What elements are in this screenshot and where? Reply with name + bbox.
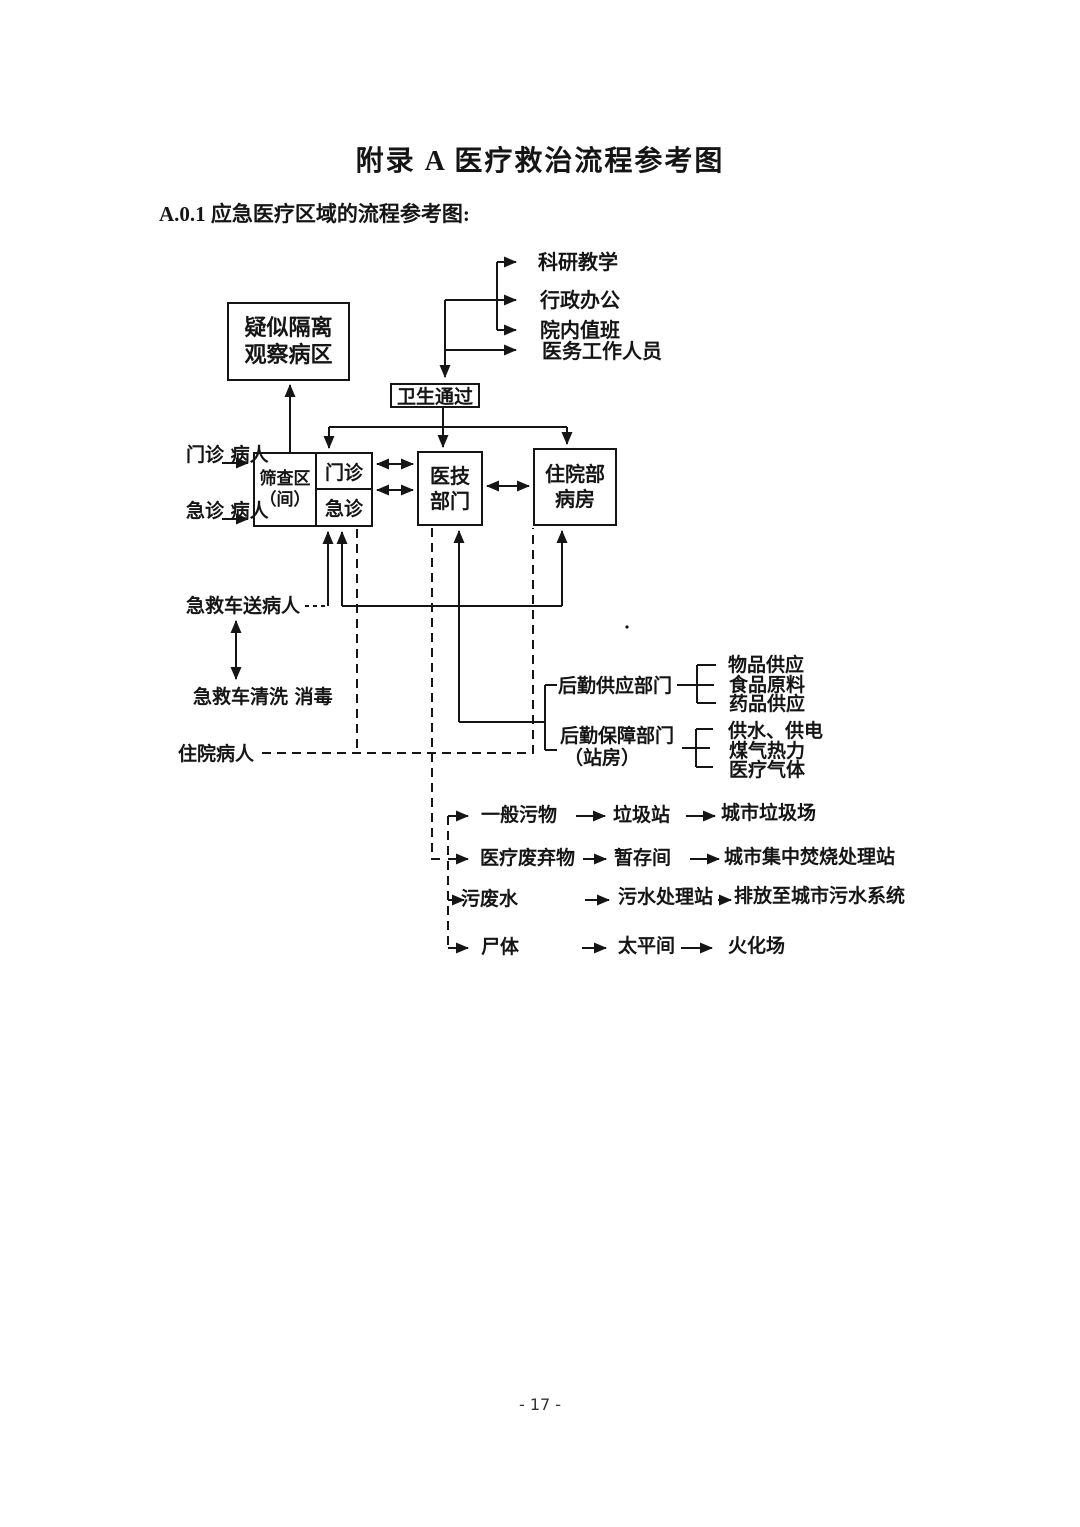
inpatient-ward-label-line2: 病房 <box>555 487 595 511</box>
logistics-supply-label: 后勤供应部门 <box>558 675 673 697</box>
appendix-title: 附录 A 医疗救治流程参考图 <box>355 146 725 177</box>
patient-inflow-arrows <box>222 457 249 525</box>
screening-label-line1: 筛查区 <box>259 468 311 489</box>
supply-item-medicine: 药品供应 <box>729 693 806 715</box>
supply-item-food: 食品原料 <box>729 674 806 696</box>
admin-office-label: 行政办公 <box>540 288 620 312</box>
waste-via-label: 太平间 <box>618 935 676 957</box>
support-item-gas-heat: 煤气热力 <box>729 740 806 762</box>
hygiene-pass-label: 卫生通过 <box>396 386 473 408</box>
inpatient-ward-label-line1: 住院部 <box>545 462 605 486</box>
research-teaching-label: 科研教学 <box>538 250 618 274</box>
staff-flow-lines <box>439 256 517 378</box>
supply-item-goods: 物品供应 <box>728 654 805 676</box>
ambulance-cleaning-label: 急救车清洗 消毒 <box>193 686 333 709</box>
isolation-ward-label-line1: 疑似隔离 <box>244 315 333 341</box>
waste-source-label: 尸体 <box>481 936 520 958</box>
waste-spine-lines <box>431 528 469 954</box>
hygiene-pass-box: 卫生通过 <box>390 383 480 408</box>
waste-source-label: 污废水 <box>461 888 519 910</box>
section-heading: A.0.1 应急医疗区域的流程参考图: <box>159 202 470 226</box>
screening-area-box: 筛查区 （间） 门诊 急诊 <box>253 452 373 527</box>
screening-label-line2: （间） <box>259 489 311 510</box>
medical-tech-label-line1: 医技 <box>430 463 470 488</box>
medical-staff-label: 医务工作人员 <box>542 339 662 363</box>
waste-via-label: 污水处理站 <box>618 886 714 908</box>
department-double-arrows <box>376 458 530 496</box>
emergency-label: 急诊 <box>324 498 363 520</box>
emergency-cell: 急诊 <box>317 490 371 525</box>
ambulance-delivery-label: 急救车送病人 <box>186 595 301 617</box>
logistics-link-lines <box>453 530 716 768</box>
emergency-patient-line2: 病人 <box>230 500 269 522</box>
waste-source-label: 一般污物 <box>481 804 558 826</box>
outpatient-patient-label: 门诊 病人 <box>186 444 269 466</box>
inpatient-ward-box: 住院部 病房 <box>533 448 617 526</box>
waste-via-label: 垃圾站 <box>613 804 671 826</box>
support-item-medical-gas: 医疗气体 <box>729 759 806 781</box>
page-number: - 17 - <box>518 1395 562 1414</box>
waste-source-label: 医疗废弃物 <box>480 847 576 869</box>
emergency-patient-label: 急诊 病人 <box>186 500 269 522</box>
waste-destination-label: 排放至城市污水系统 <box>734 885 906 907</box>
emergency-patient-line1: 急诊 <box>186 500 225 522</box>
waste-destination-label: 火化场 <box>728 935 786 957</box>
outpatient-patient-line2: 病人 <box>230 444 269 466</box>
outpatient-label: 门诊 <box>324 461 363 484</box>
isolation-ward-label-line2: 观察病区 <box>244 342 333 368</box>
medical-tech-dept-box: 医技 部门 <box>417 451 483 526</box>
screening-cell: 筛查区 （间） <box>255 454 317 525</box>
waste-via-label: 暂存间 <box>614 847 672 869</box>
outpatient-cell: 门诊 <box>317 454 371 490</box>
ambulance-flow-lines <box>230 530 568 680</box>
inpatient-patient-label: 住院病人 <box>178 743 255 765</box>
ambulance-cleaning-line2: 消毒 <box>294 686 333 708</box>
hospital-duty-label: 院内值班 <box>540 318 620 342</box>
waste-row-arrows <box>576 810 732 954</box>
hygiene-pass-flow-lines <box>323 408 573 449</box>
logistics-support-label: 后勤保障部门 <box>560 725 675 747</box>
support-item-water-power: 供水、供电 <box>728 720 824 742</box>
scan-artifact-dot <box>625 625 629 629</box>
medical-tech-label-line2: 部门 <box>430 488 470 513</box>
isolation-ward-box: 疑似隔离 观察病区 <box>227 302 350 381</box>
inpatient-dashed-lines <box>262 528 534 754</box>
logistics-support-sublabel: （站房） <box>564 747 641 769</box>
outpatient-patient-line1: 门诊 <box>186 444 225 466</box>
ambulance-cleaning-line1: 急救车清洗 <box>193 686 289 708</box>
waste-destination-label: 城市集中焚烧处理站 <box>724 846 896 868</box>
waste-destination-label: 城市垃圾场 <box>721 802 817 824</box>
